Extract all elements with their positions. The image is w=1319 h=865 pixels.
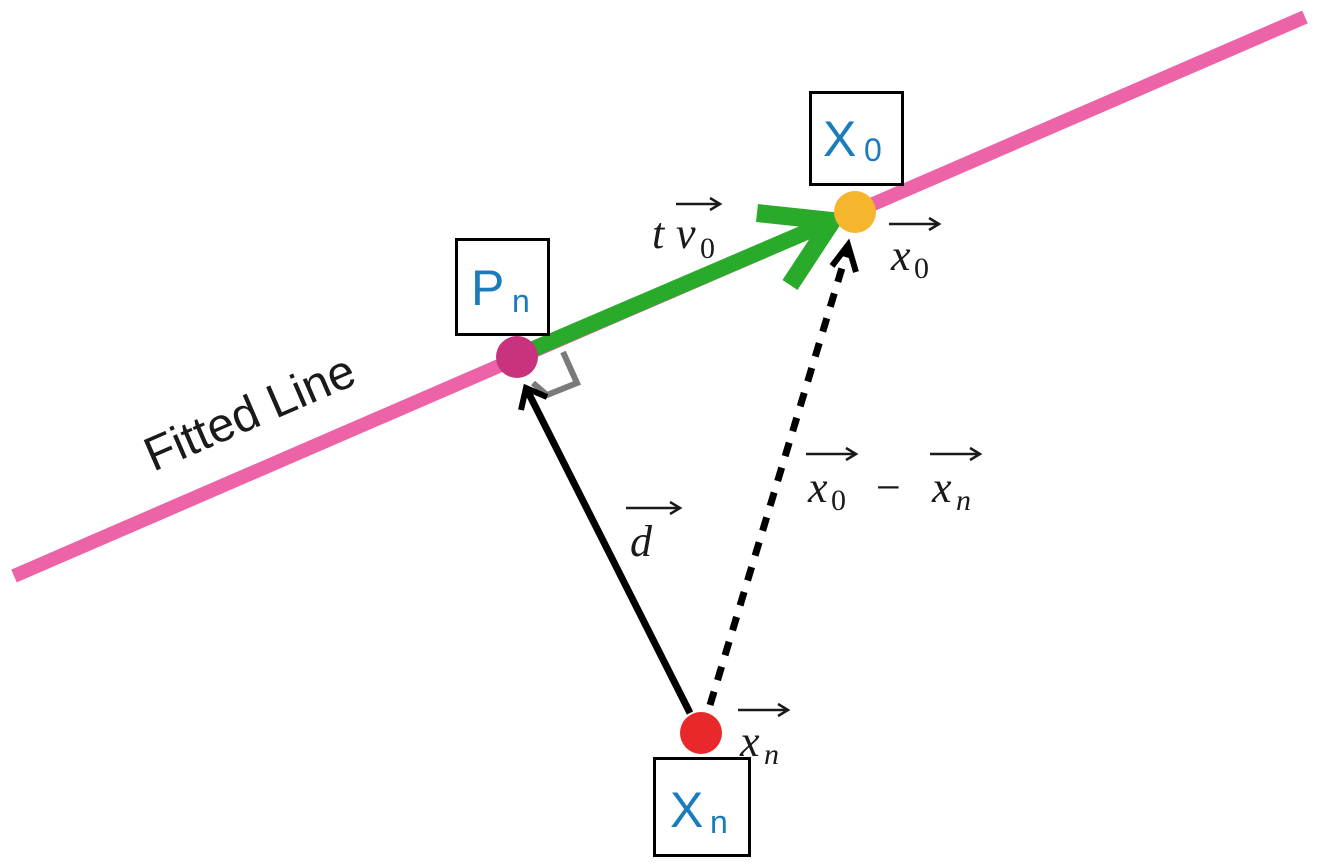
x0-box-main: X <box>823 111 857 167</box>
diff-label-x0-arrow <box>806 446 859 462</box>
right-angle-marker <box>531 350 582 399</box>
xn-box-main: X <box>670 782 704 838</box>
x0-vector-label-sub: 0 <box>914 252 929 285</box>
pn-box: P n <box>455 238 550 336</box>
xn-vector-label-x: x <box>740 717 760 766</box>
diff-label-minus: − <box>876 463 901 512</box>
x0-box-sub: 0 <box>864 132 882 168</box>
pn-box-sub: n <box>512 283 530 319</box>
d-vector-label-arrow <box>626 500 683 516</box>
tv0-vector-arrowhead <box>756 204 848 290</box>
tv0-label-arrow <box>676 196 723 212</box>
tv0-label-t: t <box>652 209 665 258</box>
diff-vector-label: x 0 − x n <box>804 440 994 520</box>
d-vector-label-d: d <box>630 517 652 566</box>
x0-vector-label-arrow <box>889 216 942 232</box>
point-pn <box>496 336 538 378</box>
xn-box-sub: n <box>710 804 728 840</box>
point-xn <box>680 712 722 754</box>
diff-label-xn-arrow <box>930 446 983 462</box>
pn-box-main: P <box>471 260 505 316</box>
diff-vector-arrowhead <box>829 238 859 273</box>
diff-label-xn: x <box>932 463 952 512</box>
tv0-label-v: v <box>676 209 696 258</box>
tv0-label: t v 0 <box>652 190 742 270</box>
x0-vector-label: x 0 <box>887 208 947 288</box>
point-x0 <box>834 191 876 233</box>
diff-label-x0: x <box>808 463 828 512</box>
d-vector-line <box>522 386 694 715</box>
tv0-label-v-sub: 0 <box>700 232 715 265</box>
diff-label-xn-sub: n <box>956 484 971 517</box>
x0-box: X 0 <box>809 91 904 186</box>
d-vector-label: d <box>624 492 684 572</box>
d-vector-arrowhead <box>518 383 549 411</box>
xn-vector-label-sub: n <box>764 738 779 771</box>
xn-box: X n <box>653 757 751 857</box>
x0-vector-label-x: x <box>891 231 911 280</box>
xn-vector-label-arrow <box>738 702 791 718</box>
diff-label-x0-sub: 0 <box>831 484 846 517</box>
tv0-vector-line <box>513 213 836 364</box>
xn-vector-label: x n <box>736 696 796 776</box>
diff-vector-line <box>706 246 852 707</box>
